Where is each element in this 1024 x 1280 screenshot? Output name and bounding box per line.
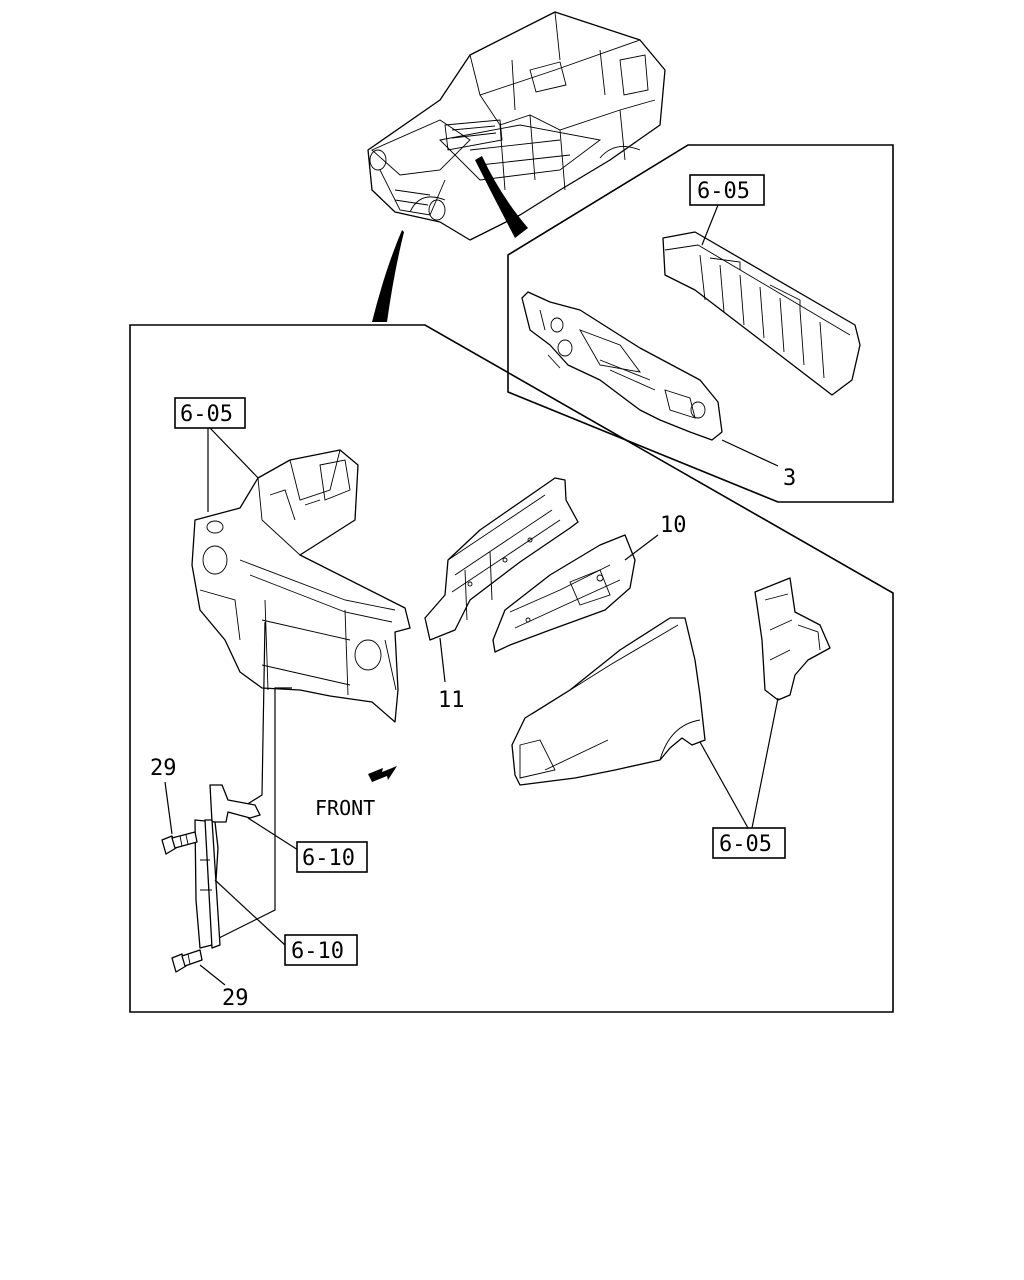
leader-part-29-lower bbox=[199, 964, 226, 986]
leader-part-11 bbox=[439, 637, 446, 683]
leader-part-29-upper bbox=[164, 781, 173, 835]
part-29-upper-label: 29 bbox=[150, 756, 177, 781]
callout-arrow-left-panel bbox=[372, 230, 404, 322]
ref-fender-label: 6-05 bbox=[719, 832, 772, 857]
callout-arrow-right-panel bbox=[475, 156, 528, 238]
front-arrow-text: FRONT bbox=[315, 796, 375, 820]
front-direction-arrow bbox=[368, 766, 397, 782]
ref-box-bracket-upper bbox=[296, 841, 368, 873]
fender-apron-rear bbox=[754, 577, 831, 701]
bolt-upper bbox=[161, 831, 198, 855]
side-member-inner bbox=[424, 477, 579, 641]
front-body-detail-frame bbox=[129, 324, 894, 1013]
part-10-label: 10 bbox=[660, 513, 687, 538]
dash-panel-detail-frame bbox=[507, 144, 894, 503]
dash-panel bbox=[521, 291, 723, 441]
cowl-top-panel bbox=[662, 231, 861, 396]
ref-top-panel-label: 6-05 bbox=[697, 179, 750, 204]
leader-part-3 bbox=[721, 439, 779, 467]
hood-lock-bracket bbox=[194, 784, 261, 949]
front-fender bbox=[511, 617, 706, 786]
front-apron-assembly bbox=[191, 449, 411, 723]
side-member-outer bbox=[492, 534, 636, 653]
leader-ref-bracket-upper bbox=[247, 817, 299, 851]
leader-ref-top-panel bbox=[701, 204, 719, 246]
ref-box-top-panel bbox=[689, 174, 765, 206]
vehicle-body-shell bbox=[367, 11, 666, 241]
leader-ref-fender-b bbox=[751, 697, 779, 829]
leader-apron-bracket-lower bbox=[204, 687, 292, 946]
bolt-lower bbox=[171, 949, 203, 973]
ref-bracket-upper-label: 6-10 bbox=[302, 846, 355, 871]
leader-ref-left-assy-b bbox=[209, 427, 263, 483]
leader-ref-bracket-lower bbox=[214, 879, 286, 946]
ref-box-fender bbox=[712, 827, 786, 859]
part-29-lower-label: 29 bbox=[222, 986, 249, 1011]
leader-ref-fender-a bbox=[699, 741, 749, 829]
part-3-label: 3 bbox=[783, 466, 796, 491]
ref-box-bracket-lower bbox=[284, 934, 358, 966]
ref-left-assy-label: 6-05 bbox=[180, 402, 233, 427]
ref-bracket-lower-label: 6-10 bbox=[291, 939, 344, 964]
part-11-label: 11 bbox=[438, 688, 465, 713]
leader-part-10 bbox=[624, 534, 659, 561]
